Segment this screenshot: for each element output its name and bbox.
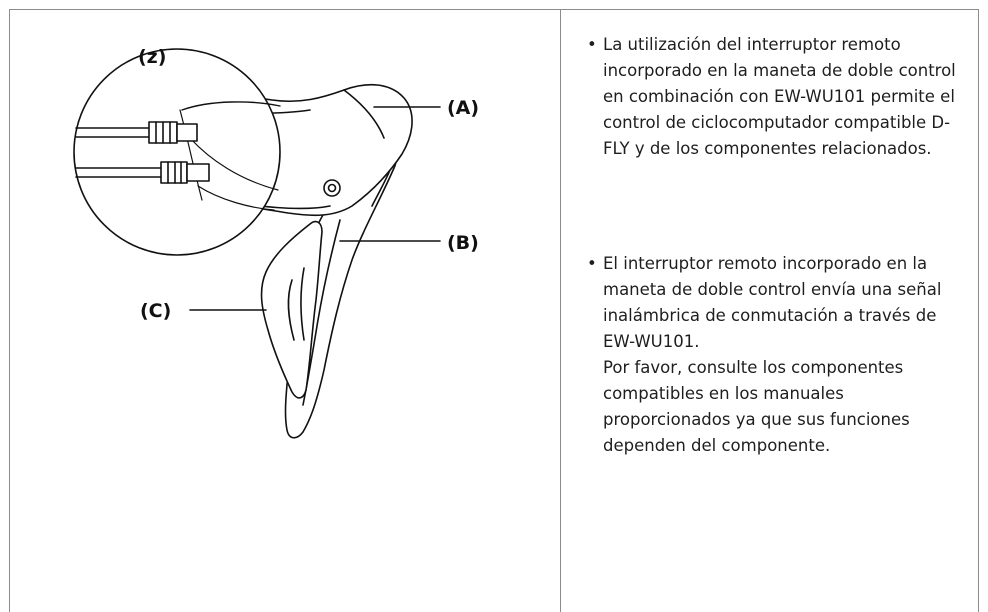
table-frame — [9, 9, 979, 612]
notes-cell: • La utilización del interruptor remoto … — [561, 10, 979, 612]
label-a: (A) — [447, 97, 479, 119]
note-text: La utilización del interruptor remoto in… — [603, 35, 956, 158]
shift-lever-ridge-2 — [300, 267, 305, 341]
bullet-glyph: • — [587, 254, 597, 273]
hood-tip-curve — [343, 89, 385, 139]
label-b: (B) — [447, 232, 479, 254]
note-text: El interruptor remoto incorporado en la … — [603, 254, 942, 351]
note-item: • El interruptor remoto incorporado en l… — [587, 251, 967, 459]
bullet-glyph: • — [587, 35, 597, 54]
note-extra-text: Por favor, consulte los componentes comp… — [603, 358, 910, 455]
label-z: (z) — [138, 46, 166, 68]
zoom-hood-outline — [181, 101, 281, 111]
connector-lower — [160, 161, 188, 184]
shift-lever-ridge-1 — [287, 279, 295, 341]
label-c: (C) — [140, 300, 171, 322]
pivot-bolt — [323, 179, 341, 197]
zoom-contents — [75, 101, 281, 211]
figure-cell: (z) (A) (B) (C) — [10, 10, 560, 612]
zoom-circle — [73, 48, 281, 256]
note-item: • La utilización del interruptor remoto … — [587, 32, 967, 162]
shift-lever — [260, 220, 323, 399]
column-divider — [560, 9, 561, 612]
dual-control-lever-illustration: (z) (A) (B) (C) — [73, 46, 479, 439]
